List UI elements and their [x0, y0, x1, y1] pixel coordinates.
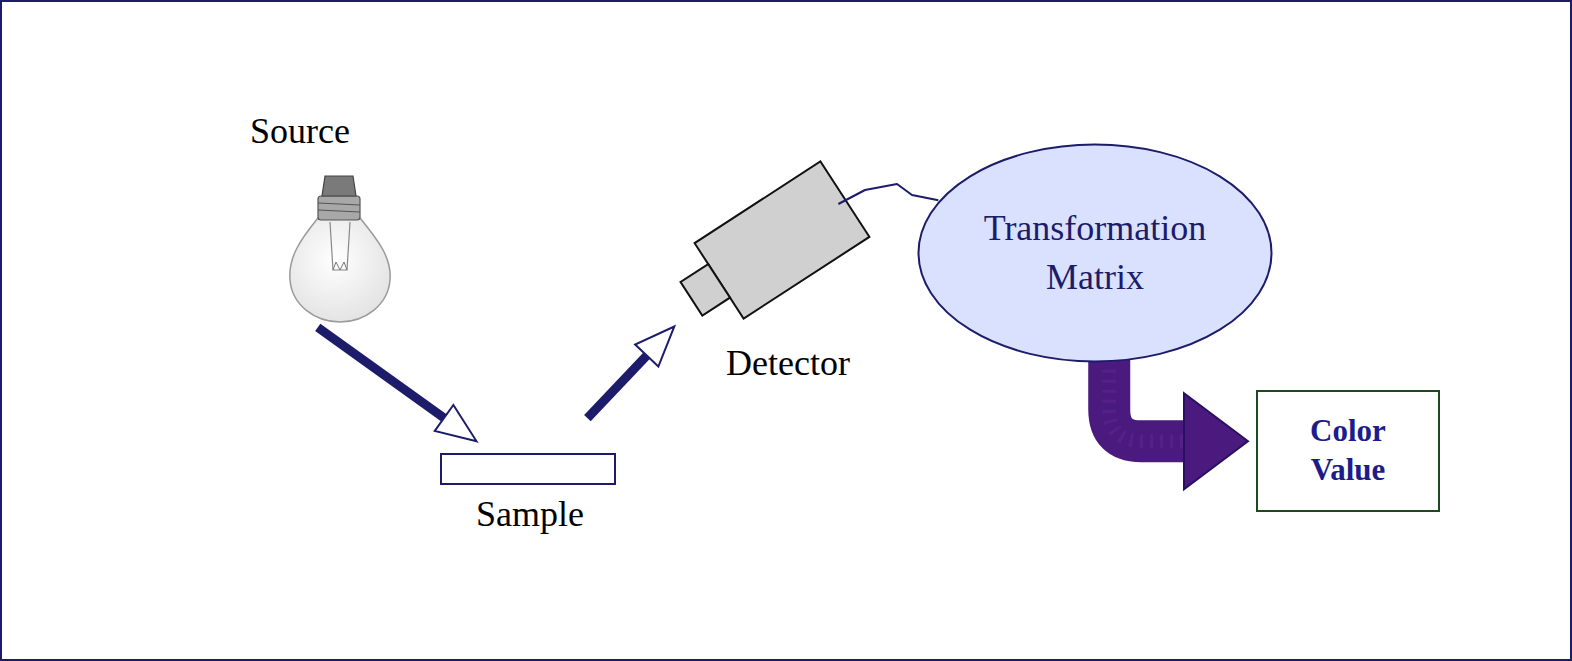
- arrow-shaft: [1109, 360, 1188, 442]
- arrowhead: [635, 327, 674, 367]
- flow-arrow: [1109, 360, 1248, 490]
- flow-arrow: [318, 327, 477, 441]
- node-label: Sample: [412, 493, 648, 535]
- node-label: Source: [250, 110, 400, 152]
- detector-group: Detector: [688, 150, 876, 330]
- light-bulb: [290, 176, 390, 322]
- shaft-texture: [1109, 360, 1188, 442]
- node-label: Detector: [726, 342, 976, 384]
- node-label: Transformation Matrix: [960, 204, 1230, 301]
- cable: [838, 184, 938, 204]
- source-label-group: Source: [250, 110, 400, 325]
- sample-rect: Sample: [440, 453, 616, 485]
- node-label: Color Value: [1293, 412, 1403, 490]
- color-value-box: Color Value: [1256, 390, 1440, 512]
- matrix-ellipse: Transformation Matrix: [917, 143, 1273, 363]
- arrowhead: [1184, 393, 1248, 489]
- arrow-shaft: [587, 354, 648, 418]
- arrowhead: [435, 405, 477, 441]
- ellipse-shape: [919, 145, 1272, 362]
- arrow-shaft: [318, 327, 446, 419]
- flow-arrow: [587, 327, 674, 419]
- ellipse-outline: [917, 143, 1273, 363]
- camera-detector: [667, 161, 869, 336]
- cable-line: [838, 184, 938, 204]
